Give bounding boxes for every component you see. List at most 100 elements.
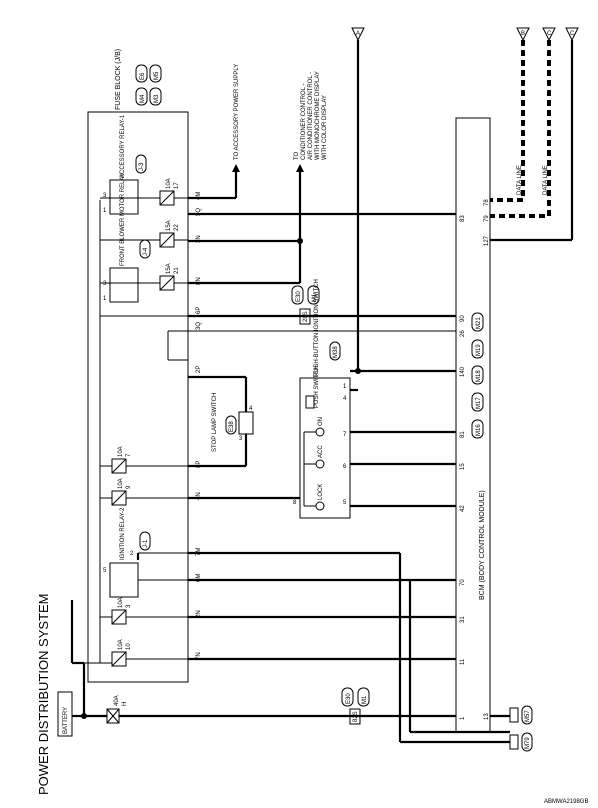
bcm-conn-m19: M19 bbox=[476, 344, 482, 356]
bcm-pin-26: 26 bbox=[460, 330, 466, 337]
data-line-2 bbox=[490, 40, 551, 218]
fb-term-8p: 8P bbox=[196, 461, 202, 468]
fuse-block bbox=[87, 111, 189, 683]
bcm-pin-79: 79 bbox=[484, 215, 490, 222]
bcm-pin-13: 13 bbox=[484, 713, 490, 720]
fuse-17: 10A 17 bbox=[159, 178, 180, 206]
fb-internal-wiring bbox=[84, 197, 188, 664]
bcm-connectors: M21 M19 M18 M17 M16 bbox=[471, 312, 484, 439]
fuse-10: 10A 10 bbox=[111, 639, 132, 667]
fuse-9-amp: 10A bbox=[118, 478, 124, 489]
push-pin-6: 6 bbox=[343, 464, 347, 470]
bcm-pin-15: 15 bbox=[460, 463, 466, 470]
fb-terminals: 4M 5Q 3N 8N 6P 3Q 2P 8P 4N 7M 6M 2N 7N bbox=[196, 192, 202, 660]
fusible-link-id: H bbox=[122, 702, 128, 706]
stop-lamp-switch: STOP LAMP SWITCH E38 3 4 bbox=[212, 393, 254, 452]
ground-m57: M57 bbox=[490, 705, 533, 725]
fb-term-7n: 7N bbox=[196, 652, 202, 660]
ac-note-3: WITH MONOCHROME DISPLAY bbox=[315, 71, 321, 160]
battery-label: BATTERY bbox=[63, 707, 69, 734]
note-accessory-supply: TO ACCESSORY POWER SUPPLY bbox=[234, 64, 240, 160]
bcm-pin-127: 127 bbox=[484, 235, 490, 246]
fuse-7-amp: 10A bbox=[118, 446, 124, 457]
fb-term-6p: 6P bbox=[196, 307, 202, 314]
ac-note-0: TO bbox=[294, 151, 300, 160]
push-pin-5: 5 bbox=[343, 500, 347, 506]
push-button-switch: PUSH-BUTTON IGNITION SWITCH M38 PUSH SWI… bbox=[293, 279, 351, 519]
stop-lamp-name: STOP LAMP SWITCH bbox=[212, 393, 218, 452]
indicator-lock: LOCK bbox=[318, 484, 324, 500]
fb-term-3q: 3Q bbox=[196, 322, 202, 330]
push-splice bbox=[355, 368, 361, 374]
bcm-pin-42: 42 bbox=[460, 505, 466, 512]
fuse-7: 10A 7 bbox=[111, 446, 132, 474]
bcm-pin-83: 83 bbox=[460, 215, 466, 222]
accessory-relay-tag bbox=[135, 154, 147, 174]
relay-pin-5: 5 bbox=[103, 568, 107, 574]
fuse-3: 10A 3 bbox=[111, 597, 132, 625]
fb-term-5q: 5Q bbox=[196, 208, 202, 216]
bcm-name: BCM (BODY CONTROL MODULE) bbox=[479, 490, 486, 600]
ac-arrow bbox=[296, 164, 304, 172]
stop-lamp-id: E38 bbox=[229, 421, 235, 432]
accessory-relay-id: J-3 bbox=[139, 162, 145, 171]
fb-conn-m3: M3 bbox=[154, 94, 160, 103]
accessory-arrow bbox=[232, 164, 240, 172]
fb-term-6m: 6M bbox=[196, 574, 202, 582]
note-air-conditioner: TO CONDITIONER CONTROL - AIR CONDITIONER… bbox=[294, 71, 328, 160]
fuse-21-num: 21 bbox=[174, 267, 180, 274]
data-line-1-label: DATA LINE bbox=[517, 165, 523, 195]
stop-pin-4: 4 bbox=[249, 406, 253, 412]
fuse-block-name: FUSE BLOCK (J/B) bbox=[115, 49, 122, 110]
bcm-pins: 78 79 83 127 90 26 140 81 15 42 70 31 11… bbox=[460, 199, 490, 720]
acc-indicator: ACC bbox=[315, 445, 325, 469]
conn-m1-a: M1 bbox=[312, 293, 318, 302]
fb-term-4n: 4N bbox=[196, 492, 202, 500]
fb-term-2n: 2N bbox=[196, 610, 202, 618]
relay-pin-3b: 3 bbox=[103, 281, 107, 287]
push-switch-label: PUSH SWITCH bbox=[314, 366, 320, 408]
fb-term-7m: 7M bbox=[196, 548, 202, 556]
indicator-on: ON bbox=[318, 417, 324, 426]
fb-term-2p: 2P bbox=[196, 366, 202, 373]
relay-pin-1b: 1 bbox=[103, 296, 107, 302]
data-line-1 bbox=[490, 40, 525, 202]
bcm-conn-m18: M18 bbox=[476, 370, 482, 382]
accessory-relay-name: ACCESSORY RELAY-1 bbox=[120, 114, 126, 178]
fuse-7-num: 7 bbox=[126, 453, 132, 457]
ground-m79-label: M79 bbox=[525, 737, 531, 749]
relay-pins: 3 1 3 1 5 2 bbox=[103, 193, 134, 574]
conn-e30-b: E30 bbox=[346, 693, 352, 704]
bcm-conn-m21: M21 bbox=[476, 317, 482, 329]
bcm-pin-11: 11 bbox=[460, 658, 466, 665]
bcm-box bbox=[455, 117, 491, 733]
conn-pin-28s: 28S bbox=[303, 311, 309, 322]
ref-a: A bbox=[351, 27, 365, 42]
bcm-pin-78: 78 bbox=[484, 199, 490, 206]
battery-box bbox=[57, 691, 73, 737]
fb-term-8n: 8N bbox=[196, 277, 202, 285]
push-switch-id: M38 bbox=[333, 346, 339, 358]
push-pin-1: 1 bbox=[343, 384, 347, 390]
ref-b: B bbox=[516, 27, 530, 42]
bcm-pin-31: 31 bbox=[460, 616, 466, 623]
fuse-17-amp: 10A bbox=[166, 178, 172, 189]
fuse-3-num: 3 bbox=[126, 604, 132, 608]
ref-c2: C bbox=[565, 27, 579, 42]
ac-note-4: WITH COLOR DISPLAY bbox=[322, 95, 328, 160]
ignition-relay bbox=[109, 562, 139, 598]
fb-conn-m5: M5 bbox=[154, 71, 160, 80]
fb-term-3n: 3N bbox=[196, 235, 202, 243]
relay-pin-1: 1 bbox=[103, 208, 107, 214]
fuse-9-num: 9 bbox=[126, 485, 132, 489]
bcm-pin-81: 81 bbox=[460, 431, 466, 438]
fuse-17-num: 17 bbox=[174, 182, 180, 189]
lock-indicator: LOCK bbox=[315, 484, 325, 511]
push-pin-4: 4 bbox=[343, 396, 347, 402]
push-pin-7: 7 bbox=[343, 432, 347, 438]
bcm-pin-90: 90 bbox=[460, 315, 466, 322]
bcm-pin-140: 140 bbox=[460, 366, 466, 377]
fb-conn-e6: E6 bbox=[140, 72, 146, 80]
bcm-conn-m17: M17 bbox=[476, 397, 482, 409]
